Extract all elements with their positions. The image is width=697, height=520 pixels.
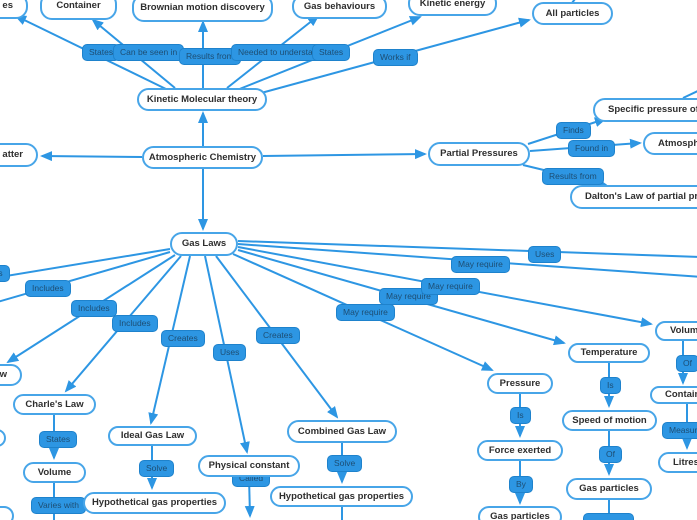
node-container[interactable]: Container [40, 0, 117, 20]
node-partial-pressures[interactable]: Partial Pressures [428, 142, 530, 166]
edge-label-is-1[interactable]: Is [510, 407, 531, 425]
connector-gas-laws-uses-off [237, 240, 697, 258]
edge-label-can-be-seen-in[interactable]: Can be seen in [113, 44, 185, 62]
node-pressure[interactable]: Pressure [487, 373, 553, 394]
connector-all-particles-up [571, 0, 576, 4]
edge-label-states-3[interactable]: States [39, 431, 78, 449]
node-law-cut[interactable]: w [0, 364, 22, 386]
connector-specific-offscreen [682, 90, 697, 99]
edge-label-of-1[interactable]: Of [599, 446, 622, 464]
node-atmospheric-chemistry[interactable]: Atmospheric Chemistry [142, 146, 263, 169]
edge-label-may-require-3[interactable]: May require [421, 278, 480, 296]
edge-label-solve-1[interactable]: Solve [139, 460, 175, 478]
edge-label-creates-1[interactable]: Creates [161, 330, 205, 348]
node-kinetic-molecular-theory[interactable]: Kinetic Molecular theory [137, 88, 267, 111]
node-gas-laws[interactable]: Gas Laws [170, 232, 238, 256]
node-speed-of-motion[interactable]: Speed of motion [562, 410, 657, 431]
edge-label-varies-with[interactable]: Varies with [31, 497, 86, 515]
edge-label-includes-2[interactable]: Includes [25, 280, 71, 298]
edge-label-uses-2[interactable]: Uses [528, 246, 562, 264]
edge-label-results-from-2[interactable]: Results from [542, 168, 604, 186]
node-temperature[interactable]: Temperature [568, 343, 650, 363]
node-kinetic-energy[interactable]: Kinetic energy [408, 0, 497, 16]
connector-atmospheric-to-matter [40, 151, 143, 162]
node-gas-particles-2[interactable]: Gas particles [566, 478, 652, 500]
node-charles-law[interactable]: Charle's Law [13, 394, 96, 415]
node-ideal-gas-law[interactable]: Ideal Gas Law [108, 426, 197, 446]
edge-label-includes-3[interactable]: Includes [71, 300, 117, 318]
node-specific-pressure-cut[interactable]: Specific pressure of g [593, 98, 697, 122]
edge-label-may-require-1[interactable]: May require [336, 304, 395, 322]
connector-atmospheric-to-partial [262, 149, 427, 160]
node-gas-particles-1[interactable]: Gas particles [478, 506, 562, 520]
node-gas-behaviours[interactable]: Gas behaviours [292, 0, 387, 19]
node-states-cut-topleft[interactable]: es [0, 0, 28, 19]
node-edge-node-left-2[interactable] [0, 506, 14, 520]
node-all-particles[interactable]: All particles [532, 2, 613, 25]
edge-label-found-in[interactable]: Found in [568, 140, 616, 158]
connector-gas-laws-includes-off-1 [0, 248, 171, 279]
edge-label-needed-to-understand[interactable]: Needed to understand [231, 44, 330, 62]
node-physical-constant[interactable]: Physical constant [198, 455, 300, 477]
node-matter-cut[interactable]: atter [0, 143, 38, 167]
edge-label-includes-4[interactable]: Includes [112, 315, 158, 333]
node-hypothetical-gas-properties-2[interactable]: Hypothetical gas properties [270, 486, 413, 507]
node-daltons-law-cut[interactable]: Dalton's Law of partial pres [570, 185, 697, 209]
edge-label-of-2[interactable]: Of [676, 355, 697, 373]
node-volume-1[interactable]: Volume [23, 462, 86, 483]
node-hypothetical-gas-properties-1[interactable]: Hypothetical gas properties [83, 492, 226, 514]
node-force-exerted[interactable]: Force exerted [477, 440, 563, 461]
edge-label-by[interactable]: By [509, 476, 533, 494]
edge-label-uses-1[interactable]: Uses [213, 344, 247, 362]
edge-label-includes-1[interactable]: Includes [0, 265, 10, 283]
edge-label-states-2[interactable]: States [312, 44, 351, 62]
edge-label-creates-2[interactable]: Creates [256, 327, 300, 345]
edge-label-measured-in-cut[interactable]: Measured in [662, 422, 697, 440]
connector-gas-laws-includes-off-2 [0, 251, 171, 303]
edge-label-works-if[interactable]: Works if [373, 49, 418, 67]
edge-label-is-2[interactable]: Is [600, 377, 621, 395]
node-combined-gas-law[interactable]: Combined Gas Law [287, 420, 397, 443]
node-contain-cut[interactable]: Contain [650, 386, 697, 404]
node-atmosphere-cut[interactable]: Atmosphe [643, 132, 697, 155]
edge-label-finds[interactable]: Finds [556, 122, 591, 140]
node-brownian-motion-discovery[interactable]: Brownian motion discovery [132, 0, 273, 22]
edge-label-bottom-cut-label[interactable] [583, 513, 634, 520]
edge-label-solve-2[interactable]: Solve [327, 455, 363, 473]
node-litres-cut[interactable]: Litres [658, 452, 697, 473]
edge-label-may-require-4[interactable]: May require [451, 256, 510, 274]
node-volume-2-cut[interactable]: Volume [655, 321, 697, 341]
